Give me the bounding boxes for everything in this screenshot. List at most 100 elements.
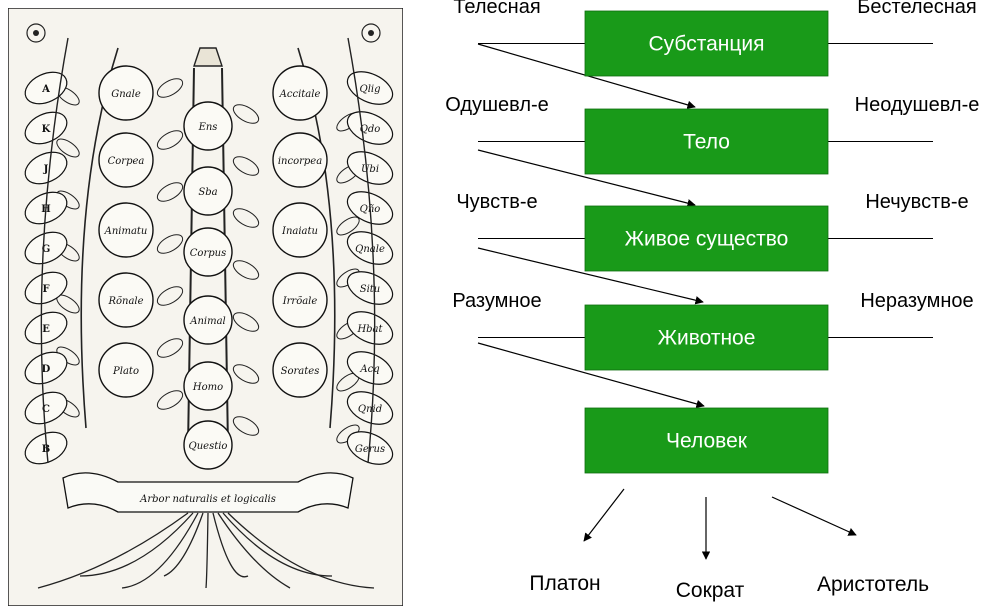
svg-text:G: G bbox=[42, 244, 51, 255]
left-differentia-label: Телесная bbox=[453, 0, 540, 18]
woodcut-left-node: Rõnale bbox=[98, 272, 154, 328]
connector-lines bbox=[477, 43, 933, 560]
svg-text:Accitale: Accitale bbox=[279, 89, 321, 100]
instance-arrow bbox=[771, 496, 857, 536]
svg-text:B: B bbox=[42, 444, 50, 455]
woodcut-letter-leaf: E bbox=[24, 311, 68, 345]
woodcut-left-node: Plato bbox=[98, 342, 154, 398]
woodcut-category-leaf: Acq bbox=[346, 351, 394, 385]
category-box bbox=[584, 108, 829, 175]
instance-arrow bbox=[583, 488, 625, 542]
svg-text:Ens: Ens bbox=[198, 122, 218, 133]
svg-text:Hbat: Hbat bbox=[356, 324, 383, 335]
svg-text:Ubi: Ubi bbox=[361, 164, 379, 175]
svg-text:Gnale: Gnale bbox=[111, 89, 141, 100]
svg-text:Qlig: Qlig bbox=[360, 84, 381, 95]
woodcut-letter-leaf: D bbox=[24, 351, 68, 385]
woodcut-trunk-node: Ens bbox=[183, 101, 233, 151]
woodcut-trunk-node: Animal bbox=[183, 295, 233, 345]
right-differentia-label: Неразумное bbox=[860, 290, 973, 312]
inheritance-arrow bbox=[477, 149, 696, 208]
category-label: Человек bbox=[666, 430, 748, 453]
woodcut-category-leaf: Qnale bbox=[346, 231, 394, 265]
category-label: Тело bbox=[683, 131, 730, 154]
category-box bbox=[584, 10, 829, 77]
woodcut-category-leaf: Ubi bbox=[346, 151, 394, 185]
individual-label: Сократ bbox=[676, 579, 745, 602]
category-box bbox=[584, 407, 829, 474]
woodcut-left-node: Animatu bbox=[98, 202, 154, 258]
category-box bbox=[584, 205, 829, 272]
inheritance-arrow bbox=[477, 247, 704, 305]
svg-text:D: D bbox=[42, 364, 51, 375]
individual-label: Платон bbox=[529, 572, 600, 595]
woodcut-letter-leaf: F bbox=[24, 271, 68, 305]
svg-text:Qdo: Qdo bbox=[360, 124, 381, 135]
svg-text:F: F bbox=[42, 284, 49, 295]
level-5: Человек bbox=[584, 407, 829, 474]
svg-text:Animal: Animal bbox=[189, 316, 226, 327]
woodcut-right-node: Accitale bbox=[272, 65, 328, 121]
woodcut-left-node: Corpea bbox=[98, 132, 154, 188]
svg-text:Gerus: Gerus bbox=[355, 444, 385, 455]
inheritance-arrow bbox=[477, 342, 705, 409]
woodcut-trunk-node: Corpus bbox=[183, 227, 233, 277]
woodcut-category-leaf: Qlig bbox=[346, 71, 394, 105]
woodcut-letter-leaf: G bbox=[24, 231, 68, 265]
svg-text:Corpus: Corpus bbox=[190, 248, 226, 259]
woodcut-right-node: incorpea bbox=[272, 132, 328, 188]
svg-text:Questio: Questio bbox=[189, 441, 228, 452]
woodcut-banner: Arbor naturalis et logicalis bbox=[62, 472, 354, 513]
category-label: Животное bbox=[658, 327, 756, 350]
svg-text:Qnale: Qnale bbox=[355, 244, 385, 255]
category-box bbox=[584, 304, 829, 371]
individual-label: Аристотель bbox=[817, 573, 929, 596]
category-label: Живое существо bbox=[625, 228, 789, 251]
woodcut-banner-text: Arbor naturalis et logicalis bbox=[139, 494, 276, 505]
left-differentia-label: Чувств-е bbox=[456, 191, 537, 213]
woodcut-right-node: Sorates bbox=[272, 342, 328, 398]
svg-text:Irrõale: Irrõale bbox=[282, 296, 318, 307]
svg-text:Corpea: Corpea bbox=[108, 156, 145, 167]
svg-text:E: E bbox=[42, 324, 50, 335]
svg-text:K: K bbox=[42, 124, 51, 135]
woodcut-left-node: Gnale bbox=[98, 65, 154, 121]
woodcut-roots bbox=[37, 512, 375, 589]
svg-text:Homo: Homo bbox=[192, 382, 223, 393]
woodcut-category-leaf: Hbat bbox=[346, 311, 394, 345]
svg-text:A: A bbox=[41, 84, 50, 95]
woodcut-right-node: Irrõale bbox=[272, 272, 328, 328]
woodcut-category-leaf: Qnid bbox=[346, 391, 394, 425]
woodcut-letter-leaf: J bbox=[24, 151, 68, 185]
svg-text:Inaiatu: Inaiatu bbox=[281, 226, 318, 237]
svg-text:Situ: Situ bbox=[360, 284, 381, 295]
right-differentia-label: Нечувств-е bbox=[865, 191, 968, 213]
svg-text:Sba: Sba bbox=[198, 187, 217, 198]
right-differentia-label: Бестелесная bbox=[857, 0, 976, 18]
woodcut-right-node: Inaiatu bbox=[272, 202, 328, 258]
right-differentia-label: Неодушевл-е bbox=[855, 94, 980, 116]
svg-text:Plato: Plato bbox=[112, 366, 139, 377]
svg-text:C: C bbox=[42, 404, 50, 415]
left-differentia-label: Одушевл-е bbox=[445, 94, 549, 116]
woodcut-trunk-node: Sba bbox=[183, 166, 233, 216]
svg-text:incorpea: incorpea bbox=[278, 156, 322, 167]
category-label: Субстанция bbox=[649, 33, 765, 56]
woodcut-letter-leaf: C bbox=[24, 391, 68, 425]
individuals: Платон Сократ Аристотель bbox=[529, 572, 929, 602]
woodcut-letter-leaf: A bbox=[24, 71, 68, 105]
left-differentia-label: Разумное bbox=[452, 290, 541, 312]
svg-text:Qnid: Qnid bbox=[358, 404, 382, 415]
woodcut-category-leaf: Situ bbox=[346, 271, 394, 305]
woodcut-trunk-node: Questio bbox=[183, 420, 233, 470]
svg-text:Acq: Acq bbox=[359, 364, 379, 375]
svg-text:Sorates: Sorates bbox=[281, 366, 320, 377]
woodcut-trunk-node: Homo bbox=[183, 361, 233, 411]
